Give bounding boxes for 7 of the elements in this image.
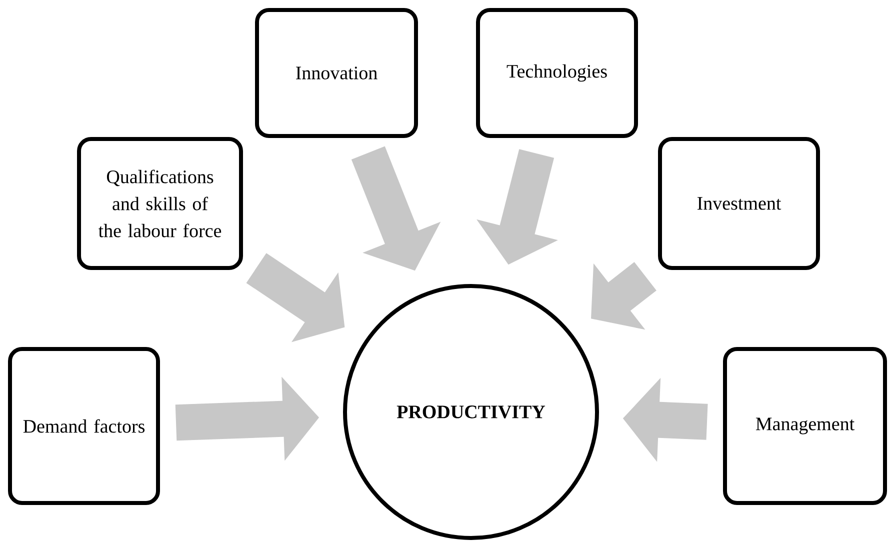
text-box: Investment <box>658 137 820 270</box>
text-box: Technologies <box>476 8 638 138</box>
text-box: Management <box>723 346 887 505</box>
text-box: Demand factors <box>8 346 160 505</box>
text-box: Qualifications and skills of the labour force <box>77 137 243 270</box>
arrow <box>591 262 656 330</box>
text-box: Innovation <box>255 8 418 138</box>
